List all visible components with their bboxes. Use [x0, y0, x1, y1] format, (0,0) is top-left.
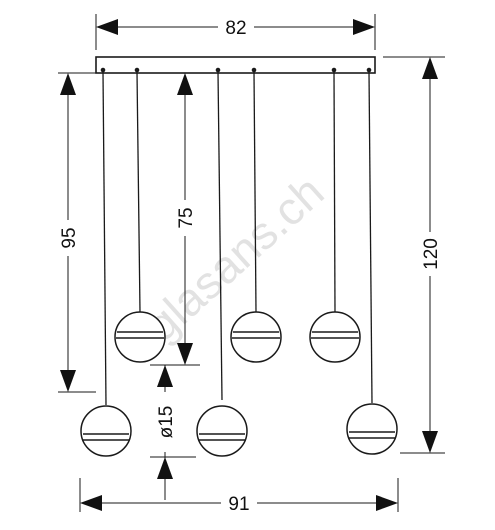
globe-pendant: [346, 403, 398, 455]
canopy-screw: [100, 67, 106, 73]
dimension-globe-diameter: ø15: [150, 364, 196, 500]
cable: [217, 71, 223, 401]
cables: [102, 71, 373, 406]
cable: [333, 71, 336, 313]
arrowhead-up: [177, 73, 193, 95]
dimension-total-height: 120: [383, 56, 445, 454]
label-bg: [173, 200, 197, 236]
globe-icon: [114, 311, 166, 363]
label-bg: [218, 14, 254, 40]
watermark: glasans.ch: [135, 165, 333, 351]
label-bg: [418, 232, 442, 276]
globe-icon: [309, 311, 361, 363]
arrowhead-up: [157, 457, 173, 479]
dimension-label-82: 82: [225, 18, 246, 39]
arrowhead-up: [60, 73, 76, 95]
cable: [102, 71, 107, 406]
arrowhead-left: [96, 19, 118, 35]
cable: [368, 71, 373, 404]
canopy-screw: [366, 67, 372, 73]
dimension-label-91: 91: [228, 494, 249, 515]
label-bg: [153, 392, 177, 452]
canopy-screw: [251, 67, 257, 73]
arrowhead-right: [353, 19, 375, 35]
globe-icon: [196, 405, 248, 457]
dimension-max-drop: 95: [56, 72, 96, 393]
globe-icon: [346, 403, 398, 455]
canopy-screw: [215, 67, 221, 73]
globe-pendant: [196, 405, 248, 457]
dimension-label-120: 120: [421, 238, 442, 270]
arrowhead-down: [422, 431, 438, 453]
globe-pendant: [230, 311, 282, 363]
cable: [253, 71, 257, 313]
dimension-label-95: 95: [59, 227, 80, 248]
canopy-screw: [134, 67, 140, 73]
arrowhead-right: [376, 495, 398, 511]
label-bg: [56, 220, 80, 256]
arrowhead-left: [80, 495, 102, 511]
watermark-text: glasans.ch: [135, 165, 333, 351]
arrowhead-down: [157, 365, 173, 387]
globes: [80, 311, 398, 457]
dimension-label-diameter: ø15: [156, 406, 177, 439]
canopy: [95, 56, 376, 74]
arrowhead-down: [60, 370, 76, 392]
globe-icon: [80, 405, 132, 457]
dimension-label-75: 75: [176, 207, 197, 228]
cable: [136, 71, 141, 313]
globe-pendant: [309, 311, 361, 363]
arrowhead-up: [422, 57, 438, 79]
dimension-canopy-width: 82: [95, 14, 376, 50]
canopy-screw: [331, 67, 337, 73]
arrowhead-down: [177, 343, 193, 365]
globe-pendant: [80, 405, 132, 457]
canopy-bar: [95, 56, 376, 74]
label-bg: [221, 490, 257, 516]
dimension-total-width: 91: [79, 478, 399, 516]
globe-icon: [230, 311, 282, 363]
globe-pendant: [114, 311, 166, 363]
